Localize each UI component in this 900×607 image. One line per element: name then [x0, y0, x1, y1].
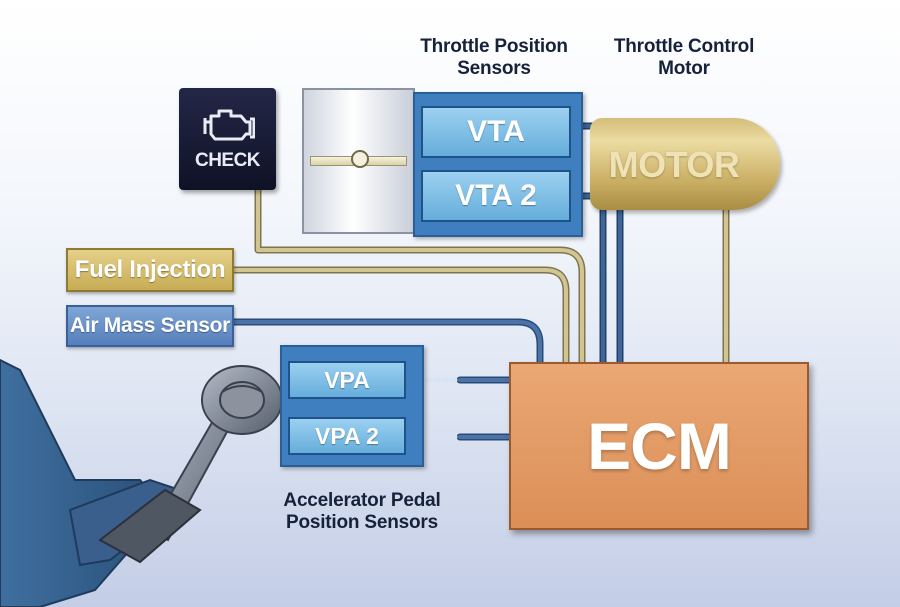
throttle-shaft: [351, 150, 369, 168]
accelerator-pedal-illustration: [0, 358, 283, 607]
engine-icon: [203, 109, 255, 141]
throttle-control-motor: MOTOR: [590, 118, 780, 210]
ecm-label: ECM: [587, 409, 732, 483]
ecm-unit: ECM: [509, 362, 809, 530]
heading-line: Position Sensors: [285, 512, 438, 533]
throttle-position-sensor-group: VTA VTA 2: [413, 92, 583, 237]
sensor-vta2: VTA 2: [421, 170, 571, 222]
heading-line: Throttle Position: [420, 36, 568, 57]
heading-line: Motor: [658, 58, 710, 79]
sensor-vpa2: VPA 2: [288, 417, 406, 455]
heading-throttle-control-motor: Throttle Control Motor: [600, 36, 768, 80]
sensor-vta: VTA: [421, 106, 571, 158]
throttle-body: [302, 88, 415, 234]
pedal-pad: [98, 488, 202, 564]
heading-line: Accelerator Pedal: [283, 490, 441, 511]
sensor-vpa: VPA: [288, 361, 406, 399]
motor-label: MOTOR: [608, 144, 740, 185]
check-label: CHECK: [194, 150, 261, 171]
heading-throttle-position-sensors: Throttle Position Sensors: [410, 36, 578, 80]
check-engine-light: CHECK: [179, 88, 276, 190]
heading-line: Sensors: [457, 58, 531, 79]
air-mass-sensor-tag: Air Mass Sensor: [66, 305, 234, 347]
accelerator-pedal-sensor-group: VPA VPA 2: [280, 345, 424, 467]
heading-line: Throttle Control: [613, 36, 755, 57]
heading-accelerator-pedal-position-sensors: Accelerator Pedal Position Sensors: [262, 490, 462, 534]
fuel-injection-tag: Fuel Injection: [66, 248, 234, 292]
